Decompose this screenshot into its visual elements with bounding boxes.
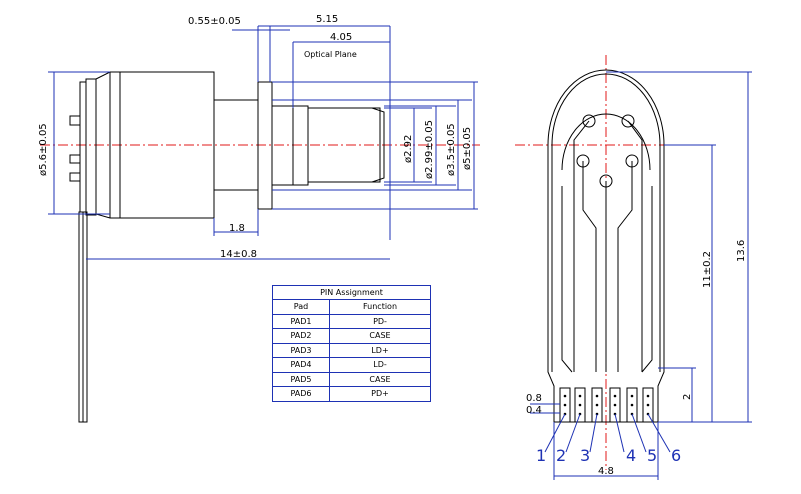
function-cell: PD+ (329, 386, 431, 402)
dim-step: 1.8 (229, 223, 245, 234)
pad-cell: PAD5 (272, 371, 330, 387)
pad-cell: PAD2 (272, 328, 330, 344)
pin-table-header-function: Function (329, 299, 431, 315)
table-row: PAD1 PD- (272, 313, 431, 329)
dim-overall-short: 5.15 (316, 14, 338, 25)
function-cell: LD+ (329, 342, 431, 358)
pad-cell: PAD4 (272, 357, 330, 373)
dim-optical-distance: 4.05 (330, 32, 352, 43)
pin-table-header-pad: Pad (272, 299, 330, 315)
table-row: PAD5 CASE (272, 371, 431, 387)
base-plate (85, 78, 97, 216)
dim-body-diameter: ø5.6±0.05 (38, 123, 49, 176)
dim-nose-diameter: ø3.5±0.05 (446, 123, 457, 176)
function-cell: PD- (329, 313, 431, 329)
pin-header (79, 81, 87, 213)
dim-lens-diameter: ø2.99±0.05 (424, 120, 435, 179)
pad-cell: PAD3 (272, 342, 330, 358)
dim-window-diameter: ø2.92 (403, 135, 414, 163)
dim-pad-pitch-b: 0.4 (526, 405, 542, 416)
pin-stub-2 (69, 154, 81, 164)
pad-3 (591, 387, 603, 423)
dim-overall-length: 14±0.8 (220, 249, 257, 260)
callout-3: 3 (580, 446, 590, 465)
callout-2: 2 (556, 446, 566, 465)
dim-flange-diameter: ø5±0.05 (462, 127, 473, 170)
pad-2 (574, 387, 586, 423)
optical-plane-label: Optical Plane (304, 50, 357, 59)
table-row: PAD4 LD- (272, 357, 431, 373)
callout-6: 6 (671, 446, 681, 465)
dim-total-length: 13.6 (736, 240, 747, 262)
lens-window (371, 107, 385, 183)
table-row: PAD2 CASE (272, 328, 431, 344)
table-row: PAD3 LD+ (272, 342, 431, 358)
pad-4 (609, 387, 621, 423)
pad-cell: PAD6 (272, 386, 330, 402)
dim-flange-thickness: 0.55±0.05 (188, 16, 241, 27)
function-cell: CASE (329, 371, 431, 387)
flex-view: 0.8 0.4 4.8 2 11±0.2 13.6 1 2 3 4 5 6 (515, 55, 752, 480)
dim-mid-length: 11±0.2 (702, 251, 713, 288)
pin-table-title: PIN Assignment (272, 285, 431, 300)
dim-pad-pitch-a: 0.8 (526, 393, 542, 404)
dim-pad-height: 2 (682, 394, 693, 400)
callout-1: 1 (536, 446, 546, 465)
function-cell: LD- (329, 357, 431, 373)
callout-5: 5 (647, 446, 657, 465)
pin-stub-3 (69, 172, 81, 182)
via-2 (621, 114, 635, 128)
pad-cell: PAD1 (272, 313, 330, 329)
pin-assignment-table: PIN Assignment Pad Function PAD1 PD- PAD… (272, 285, 431, 402)
side-view: 0.55±0.05 5.15 4.05 Optical Plane ø5.6±0… (38, 14, 480, 423)
table-row: PAD6 PD+ (272, 386, 431, 402)
pad-6 (642, 387, 654, 423)
lens-barrel (307, 107, 381, 183)
dim-flex-width: 4.8 (598, 466, 614, 477)
pad-1 (559, 387, 571, 423)
callout-4: 4 (626, 446, 636, 465)
function-cell: CASE (329, 328, 431, 344)
pin-stub-1 (69, 115, 81, 126)
pad-5 (626, 387, 638, 423)
via-1 (582, 114, 596, 128)
